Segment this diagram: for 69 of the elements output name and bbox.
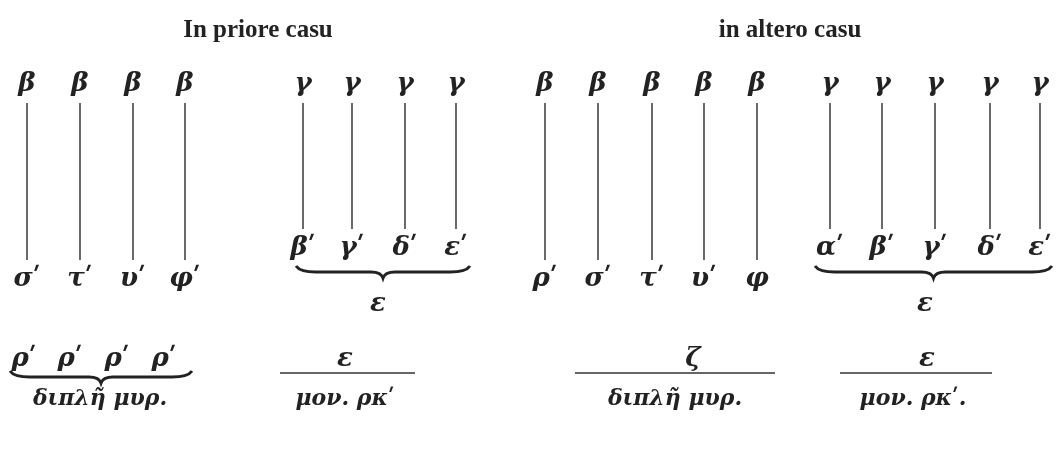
greek-letter: β — [70, 67, 90, 97]
label-text: ζ — [685, 344, 701, 370]
greek-letter: γ — [980, 67, 1000, 97]
greek-letter: β — [642, 67, 662, 97]
connecting-line — [351, 102, 353, 230]
connecting-line — [455, 102, 457, 230]
greek-letter: αʹ — [815, 231, 845, 261]
greek-letter: υʹ — [690, 262, 718, 292]
connecting-line — [79, 102, 81, 261]
greek-letter: γ — [395, 67, 415, 97]
label-text: ρʹ — [11, 344, 37, 370]
connecting-line — [184, 102, 186, 261]
label-text: διπλῆ μυρ. — [32, 386, 168, 408]
label-text: διπλῆ μυρ. — [607, 386, 743, 408]
greek-letter: γʹ — [921, 231, 949, 261]
connecting-line — [302, 102, 304, 230]
greek-letter: τʹ — [66, 262, 94, 292]
greek-letter: γ — [446, 67, 466, 97]
greek-letter: σʹ — [12, 262, 42, 292]
connecting-line — [132, 102, 134, 261]
greek-letter: σʹ — [583, 262, 613, 292]
label-text: ε — [337, 344, 353, 370]
greek-letter: φʹ — [168, 262, 202, 292]
connecting-line — [829, 102, 831, 230]
label-text: ρʹ — [104, 344, 130, 370]
greek-letter: β — [747, 67, 767, 97]
label-text: ρʹ — [57, 344, 83, 370]
connecting-line — [651, 102, 653, 261]
greek-letter: ρʹ — [531, 262, 559, 292]
greek-letter: β — [123, 67, 143, 97]
connecting-line — [756, 102, 758, 261]
greek-letter: β — [535, 67, 555, 97]
greek-letter: β — [694, 67, 714, 97]
greek-letter: γ — [342, 67, 362, 97]
label-text: ρʹ — [151, 344, 177, 370]
connecting-line — [404, 102, 406, 230]
connecting-line — [881, 102, 883, 230]
greek-letter: β — [588, 67, 608, 97]
greek-letter: γ — [293, 67, 313, 97]
connecting-line — [597, 102, 599, 261]
greek-letter: βʹ — [868, 231, 896, 261]
greek-letter: φ — [744, 262, 770, 292]
label-text: ε — [919, 344, 935, 370]
greek-letter: γ — [1030, 67, 1050, 97]
greek-letter: β — [175, 67, 195, 97]
connecting-line — [989, 102, 991, 230]
connecting-line — [934, 102, 936, 230]
connecting-line — [703, 102, 705, 261]
connecting-line — [544, 102, 546, 261]
greek-letter: εʹ — [1027, 231, 1053, 261]
label-text: ε — [370, 289, 386, 315]
label-text: μον. ρκʹ — [295, 386, 395, 408]
connecting-line — [1039, 102, 1041, 230]
greek-letter: δʹ — [976, 231, 1004, 261]
label-text: ε — [917, 289, 933, 315]
connecting-line — [26, 102, 28, 261]
greek-letter: β — [17, 67, 37, 97]
greek-letter: δʹ — [391, 231, 419, 261]
greek-letter: υʹ — [119, 262, 147, 292]
case-heading: in altero casu — [718, 15, 862, 41]
greek-letter: γ — [820, 67, 840, 97]
case-heading: In priore casu — [183, 15, 333, 41]
greek-letter: γ — [872, 67, 892, 97]
label-text: μον. ρκʹ. — [859, 386, 967, 408]
greek-letter: τʹ — [638, 262, 666, 292]
greek-letter: γ — [925, 67, 945, 97]
greek-letter: βʹ — [289, 231, 317, 261]
greek-letter: γʹ — [338, 231, 366, 261]
greek-letter: εʹ — [443, 231, 469, 261]
